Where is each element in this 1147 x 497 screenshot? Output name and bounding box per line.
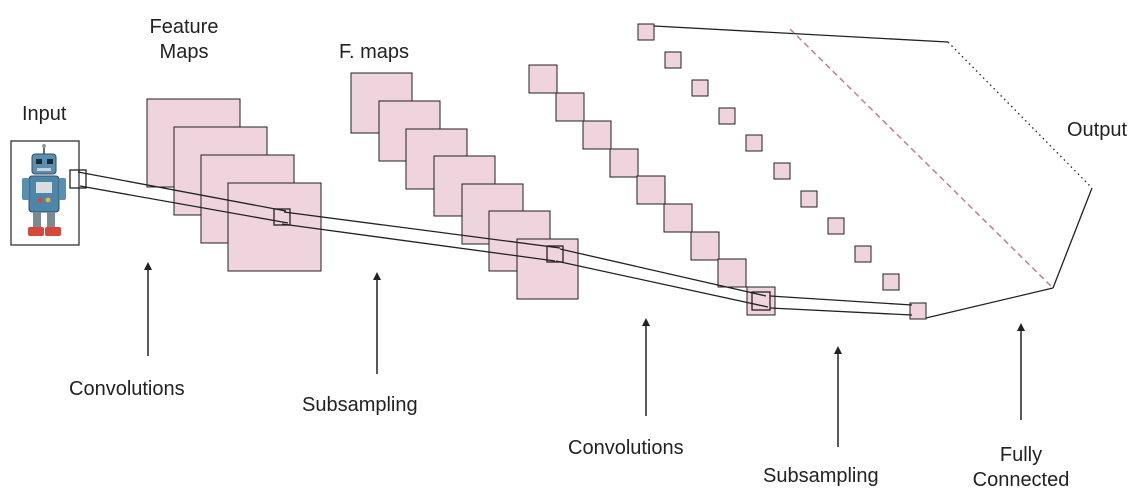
f-maps-label: F. maps xyxy=(339,41,410,63)
robot-icon xyxy=(22,144,66,236)
subsampled-maps-layer xyxy=(350,72,579,300)
fc-dashed-link xyxy=(789,28,1054,289)
input-receptive-field xyxy=(69,169,87,189)
stage-arrows xyxy=(144,262,1025,447)
fully-connected-links xyxy=(653,25,1093,319)
input-label: Input xyxy=(22,103,67,125)
feature-maps-label: Feature Maps xyxy=(150,15,219,65)
feature-maps-label-line1: Feature xyxy=(149,16,219,38)
map2-receptive-field xyxy=(546,245,564,263)
fully-connected-label-line1: Fully xyxy=(999,444,1043,466)
output-link xyxy=(1052,187,1093,289)
fc-bottom-link xyxy=(925,287,1054,319)
input-image xyxy=(10,140,80,246)
subsampling-layer-2 xyxy=(637,23,927,320)
fc-top-link xyxy=(653,25,949,43)
projection-lines xyxy=(77,171,913,316)
subsampling-2-label: Subsampling xyxy=(763,465,879,487)
feature-maps-label-line2: Maps xyxy=(159,41,209,63)
subsampling-1-label: Subsampling xyxy=(302,394,418,416)
convolutions-2-label: Convolutions xyxy=(568,437,684,459)
fully-connected-label-line2: Connected xyxy=(972,469,1070,491)
convolutions-1-label: Convolutions xyxy=(69,378,185,400)
map1-receptive-field xyxy=(273,208,291,226)
fc-dotted-link xyxy=(947,41,1093,189)
conv2-receptive-field xyxy=(751,291,771,311)
output-label: Output xyxy=(1067,119,1128,141)
fully-connected-label: Fully Connected xyxy=(973,443,1070,493)
receptive-field-windows xyxy=(69,169,771,311)
feature-maps-layer-1 xyxy=(146,98,322,272)
